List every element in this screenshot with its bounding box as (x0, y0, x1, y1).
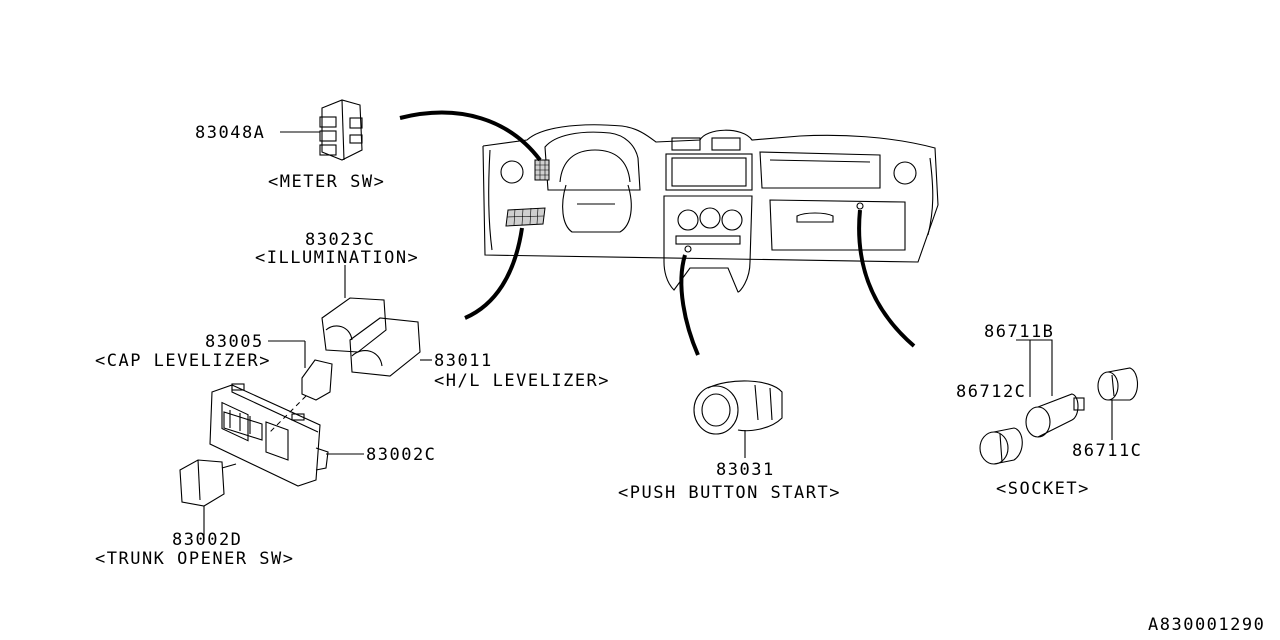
trunk-opener-part-number: 83002D (172, 530, 242, 550)
socket-set-part-number: 86711B (984, 322, 1054, 342)
hl-levelizer-part-number: 83011 (434, 351, 493, 371)
illumination-part-number: 83023C (305, 230, 375, 250)
illumination-caption: <ILLUMINATION> (255, 248, 419, 268)
push-button-start-part-number: 83031 (716, 460, 775, 480)
hl-levelizer-switch (349, 317, 432, 377)
socket-cap-part-number: 86712C (956, 382, 1026, 402)
push-button-start-caption: <PUSH BUTTON START> (618, 483, 841, 503)
meter-sw-part-number: 83048A (195, 123, 265, 143)
meter-switch (280, 99, 363, 161)
hl-levelizer-caption: <H/L LEVELIZER> (434, 371, 610, 391)
dashboard-illustration (482, 124, 939, 293)
meter-sw-caption: <METER SW> (268, 172, 385, 192)
switch-panel (209, 383, 364, 487)
cap-levelizer-part-number: 83005 (205, 332, 264, 352)
trunk-opener-switch (179, 459, 237, 538)
switch-panel-part-number: 83002C (366, 445, 436, 465)
socket-caption: <SOCKET> (996, 479, 1090, 499)
illumination-switch (321, 265, 387, 353)
cap-levelizer-caption: <CAP LEVELIZER> (95, 351, 271, 371)
socket-ring-part-number: 86711C (1072, 441, 1142, 461)
cap-levelizer (268, 340, 333, 433)
callout-cables (399, 110, 916, 356)
push-button-start (693, 380, 783, 458)
diagram-id: A830001290 (1148, 615, 1265, 635)
socket-assembly (979, 339, 1139, 465)
trunk-opener-caption: <TRUNK OPENER SW> (95, 549, 295, 569)
